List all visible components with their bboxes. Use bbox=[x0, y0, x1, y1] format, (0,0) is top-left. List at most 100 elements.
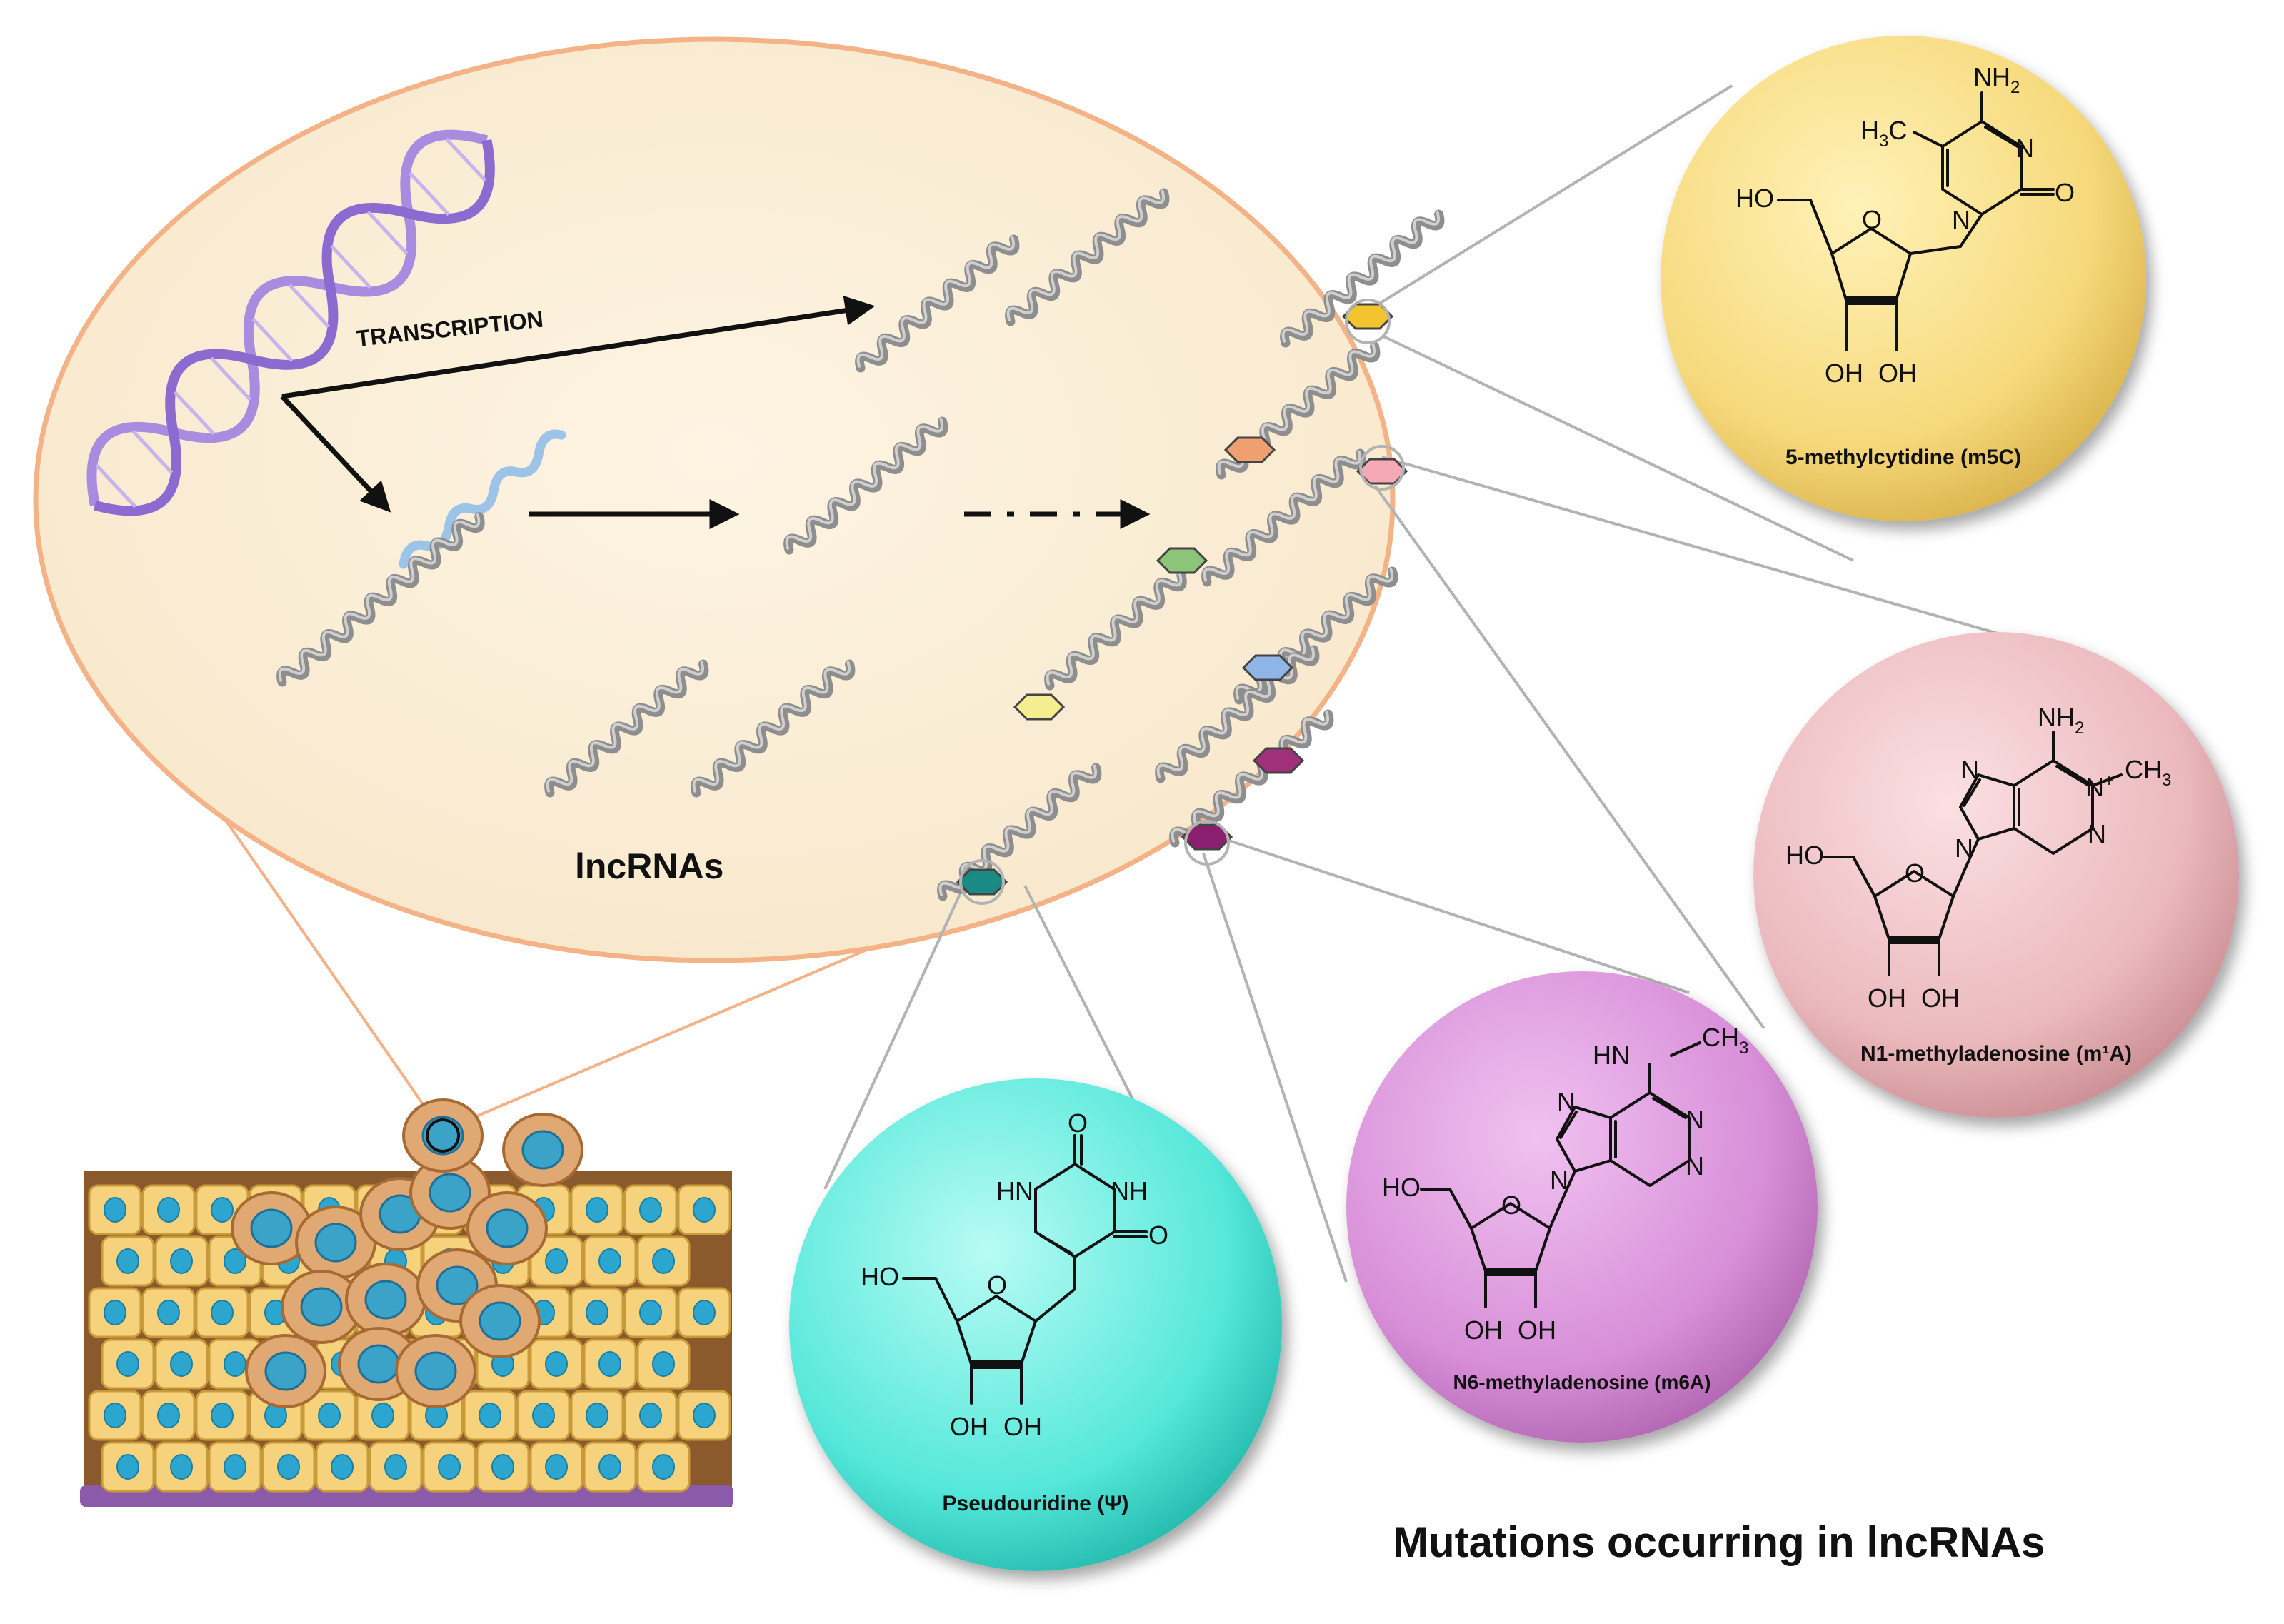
svg-text:HN: HN bbox=[1593, 1041, 1630, 1070]
svg-text:N+: N+ bbox=[2085, 771, 2114, 802]
lncrna-strand bbox=[691, 659, 856, 798]
pseudouridine-label: Pseudouridine (Ψ) bbox=[943, 1492, 1129, 1515]
svg-text:N: N bbox=[2015, 134, 2034, 163]
epithelial-cell bbox=[154, 1235, 209, 1287]
svg-text:O: O bbox=[1501, 1191, 1521, 1220]
epithelial-cell bbox=[315, 1441, 369, 1493]
svg-text:O: O bbox=[987, 1270, 1007, 1300]
modification-hexagon bbox=[1252, 747, 1305, 774]
lncrna-strand bbox=[1201, 448, 1366, 587]
svg-text:CH3: CH3 bbox=[2125, 755, 2171, 790]
epithelial-cell bbox=[208, 1441, 262, 1493]
svg-text:HO: HO bbox=[1785, 841, 1824, 870]
m6a-label: N6-methyladenosine (m6A) bbox=[1453, 1371, 1711, 1393]
epithelial-cell bbox=[529, 1441, 583, 1493]
epithelial-cell bbox=[677, 1184, 731, 1235]
epithelial-cell bbox=[101, 1235, 155, 1287]
svg-text:HN: HN bbox=[996, 1176, 1033, 1206]
epithelial-cell bbox=[141, 1184, 196, 1235]
tumor-cell bbox=[245, 1334, 326, 1408]
tumor-cell bbox=[459, 1284, 541, 1358]
svg-text:O: O bbox=[1862, 205, 1882, 234]
svg-text:OH: OH bbox=[1825, 359, 1863, 388]
modification-hexagon bbox=[1356, 458, 1408, 485]
epithelial-cell bbox=[570, 1287, 624, 1338]
tumor-cell bbox=[502, 1113, 583, 1187]
modification-hexagon bbox=[1156, 547, 1208, 574]
svg-text:OH: OH bbox=[1921, 983, 1960, 1013]
svg-text:N: N bbox=[2088, 819, 2106, 848]
m1a-structure-circle: NH2 N+ CH3 N N N O HO OH OH N1-methylade… bbox=[1753, 632, 2239, 1118]
svg-text:N: N bbox=[1686, 1105, 1704, 1134]
svg-text:NH: NH bbox=[1111, 1176, 1148, 1206]
modification-markers bbox=[956, 303, 1408, 896]
svg-text:O: O bbox=[1148, 1220, 1168, 1250]
epithelial-cell bbox=[88, 1287, 142, 1338]
svg-text:HO: HO bbox=[861, 1262, 899, 1291]
svg-text:N: N bbox=[1557, 1087, 1576, 1116]
zoom-markers bbox=[959, 299, 1405, 905]
m6a-structure: HN CH3 N N N N O HO OH OH bbox=[1382, 1023, 1748, 1345]
epithelial-cell bbox=[677, 1287, 731, 1338]
epithelial-cell bbox=[88, 1390, 142, 1441]
lncrna-strand bbox=[1169, 709, 1334, 848]
m5c-structure-circle: NH2 H3C N O N O HO OH OH 5-methylcytidin… bbox=[1661, 36, 2146, 521]
svg-text:HO: HO bbox=[1735, 184, 1774, 213]
dna-helix bbox=[86, 129, 495, 516]
epithelial-cell bbox=[623, 1287, 678, 1338]
pseudouridine-structure-circle: O HN NH O O HO OH OH Pseudouridine (Ψ) bbox=[789, 1078, 1282, 1571]
epithelial-cell bbox=[636, 1338, 691, 1390]
pseudouridine-structure: O HN NH O O HO OH OH bbox=[861, 1108, 1168, 1441]
epithelial-cell bbox=[369, 1441, 423, 1493]
tumor-cell bbox=[466, 1191, 548, 1265]
lncrna-strand bbox=[1280, 209, 1445, 348]
epithelial-cell bbox=[101, 1338, 155, 1390]
m5c-label: 5-methylcytidine (m5C) bbox=[1785, 446, 2021, 469]
lncrna-strand bbox=[855, 234, 1020, 373]
svg-text:CH3: CH3 bbox=[1702, 1023, 1748, 1058]
epithelial-cell bbox=[88, 1184, 142, 1235]
svg-text:N: N bbox=[1952, 205, 1970, 234]
epithelial-cell bbox=[583, 1338, 637, 1390]
epithelial-cell bbox=[570, 1184, 624, 1235]
tumor-cell bbox=[395, 1334, 476, 1408]
lncrna-strand bbox=[276, 512, 485, 687]
epithelial-cell bbox=[636, 1235, 691, 1287]
lncrna-strand bbox=[544, 659, 709, 798]
svg-text:N: N bbox=[1550, 1166, 1568, 1195]
m5c-structure: NH2 H3C N O N O HO OH OH bbox=[1735, 62, 2075, 388]
epithelial-cell bbox=[261, 1441, 316, 1493]
svg-text:OH: OH bbox=[1518, 1315, 1556, 1345]
tumor-cell bbox=[409, 1156, 491, 1230]
svg-text:OH: OH bbox=[1003, 1412, 1042, 1441]
epithelial-cell bbox=[623, 1390, 678, 1441]
epithelial-cell bbox=[476, 1441, 530, 1493]
tumor-cell bbox=[345, 1263, 426, 1337]
epithelial-tissue-illustration bbox=[80, 1098, 733, 1507]
epithelial-cell bbox=[141, 1390, 196, 1441]
svg-text:N: N bbox=[1960, 755, 1979, 784]
modification-hexagon bbox=[956, 868, 1008, 896]
svg-text:OH: OH bbox=[1464, 1315, 1503, 1345]
svg-text:O: O bbox=[2055, 178, 2075, 207]
epithelial-cell bbox=[529, 1235, 583, 1287]
mutations-title: Mutations occurring in lncRNAs bbox=[1393, 1518, 2045, 1566]
modification-hexagon bbox=[1223, 436, 1276, 463]
lncrnas-label: lncRNAs bbox=[575, 846, 723, 886]
epithelial-cell bbox=[154, 1441, 209, 1493]
svg-text:N: N bbox=[1686, 1151, 1704, 1181]
svg-text:O: O bbox=[1068, 1108, 1088, 1138]
svg-text:O: O bbox=[1905, 858, 1925, 888]
svg-text:HO: HO bbox=[1382, 1173, 1421, 1202]
svg-text:N: N bbox=[1955, 833, 1973, 863]
modification-hexagon bbox=[1013, 693, 1066, 721]
epithelial-cell bbox=[463, 1390, 517, 1441]
svg-text:OH: OH bbox=[1868, 983, 1906, 1013]
epithelial-cell bbox=[141, 1287, 196, 1338]
epithelial-cell bbox=[302, 1390, 356, 1441]
lncrna-strand bbox=[1005, 188, 1170, 326]
epithelial-cell bbox=[623, 1184, 678, 1235]
lncrna-strand bbox=[783, 416, 948, 555]
m1a-label: N1-methyladenosine (m¹A) bbox=[1860, 1042, 2132, 1066]
